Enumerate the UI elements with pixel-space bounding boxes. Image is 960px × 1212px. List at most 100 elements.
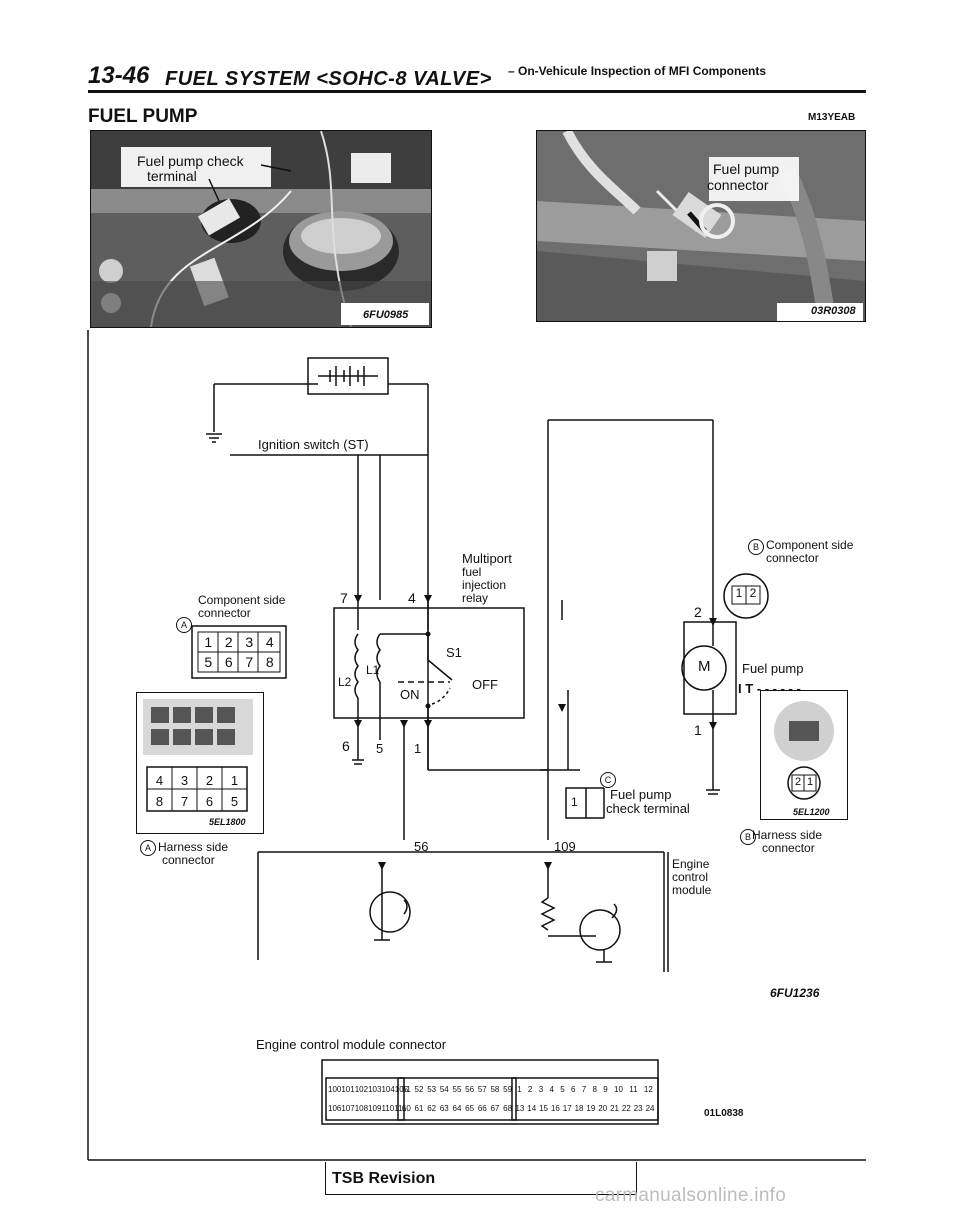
ecm-pin: 55 bbox=[452, 1085, 462, 1094]
switch-off: OFF bbox=[472, 677, 498, 692]
ecm-pin: 63 bbox=[439, 1104, 449, 1113]
ecm-pin: 13 bbox=[515, 1104, 525, 1113]
check-terminal-label-1: Fuel pump bbox=[610, 787, 672, 802]
ecm-pin: 56 bbox=[465, 1085, 475, 1094]
pin-56: 56 bbox=[414, 839, 429, 854]
pin-5: 5 bbox=[376, 741, 384, 756]
section-title: FUEL PUMP bbox=[88, 106, 198, 127]
ecm-pin: 101 bbox=[341, 1085, 355, 1094]
ecm-pin: 7 bbox=[581, 1085, 587, 1094]
ecm-pin: 64 bbox=[452, 1104, 462, 1113]
pin: 2 bbox=[749, 586, 757, 600]
pin: 3 bbox=[245, 634, 254, 650]
pin-7: 7 bbox=[340, 590, 348, 606]
ecm-pin: 53 bbox=[427, 1085, 437, 1094]
ecm-pin: 67 bbox=[490, 1104, 500, 1113]
ecm-pin: 62 bbox=[427, 1104, 437, 1113]
ecm-pin: 61 bbox=[414, 1104, 424, 1113]
ecm-pin: 1 bbox=[517, 1085, 522, 1094]
pin: 7 bbox=[180, 794, 189, 809]
coil-l1: L1 bbox=[366, 663, 380, 677]
connector-b-component bbox=[723, 573, 769, 619]
ecm-pin: 3 bbox=[538, 1085, 544, 1094]
conn-b-harn-pins: 2 1 bbox=[792, 776, 816, 788]
conn-b-comp-pins: 1 2 bbox=[732, 586, 760, 600]
undercarriage-photo bbox=[537, 131, 865, 321]
ecm-pin: 10 bbox=[614, 1085, 623, 1094]
fig-01l0838: 01L0838 bbox=[704, 1108, 744, 1119]
ecm-pin: 22 bbox=[621, 1104, 631, 1113]
pin-109: 109 bbox=[554, 839, 576, 854]
marker-a-harness: A bbox=[140, 840, 156, 856]
marker-c: C bbox=[600, 772, 616, 788]
ecm-pin: 11 bbox=[629, 1085, 638, 1094]
ecm-label-2: control bbox=[672, 870, 709, 884]
ecm-pin: 18 bbox=[574, 1104, 584, 1113]
check-terminal-pin: 1 bbox=[571, 795, 578, 809]
fig-6fu1236: 6FU1236 bbox=[770, 986, 820, 1000]
photo-left-fig-id: 6FU0985 bbox=[363, 309, 409, 321]
photo-fuel-pump-check-terminal: Fuel pump check terminal 6FU0985 bbox=[90, 130, 432, 328]
ecm-pin: 106 bbox=[328, 1104, 342, 1113]
conn-b-harness-label-1: Harness side bbox=[752, 828, 823, 842]
tsb-revision: TSB Revision bbox=[332, 1170, 436, 1187]
ecm-pin: 68 bbox=[503, 1104, 513, 1113]
conn-a-comp-label-1: Component side bbox=[198, 593, 286, 607]
ecm-pin: 8 bbox=[592, 1085, 597, 1094]
ecm-pin: 57 bbox=[477, 1085, 487, 1094]
pin: 8 bbox=[265, 654, 274, 670]
ecm-pin: 6 bbox=[570, 1085, 576, 1094]
pin-2: 2 bbox=[694, 604, 702, 620]
fuel-pump-label: Fuel pump bbox=[742, 661, 804, 676]
relay-label-3: injection bbox=[462, 578, 507, 592]
pin: 1 bbox=[204, 634, 213, 650]
engine-bay-photo bbox=[91, 131, 431, 327]
conn-b-harness-label-2: connector bbox=[762, 841, 815, 855]
ecm-pin: 9 bbox=[603, 1085, 608, 1094]
pin: 8 bbox=[155, 794, 164, 809]
ecm-pin: 24 bbox=[645, 1104, 655, 1113]
ecm-pin: 2 bbox=[527, 1085, 533, 1094]
photo-left-label-line1: Fuel pump check bbox=[137, 153, 244, 169]
ecm-pin: 5 bbox=[560, 1085, 565, 1094]
photo-right-label-line2: connector bbox=[707, 177, 769, 193]
motor-m: M bbox=[698, 658, 711, 675]
ecm-pin: 108 bbox=[354, 1104, 369, 1113]
ecm-pin: 65 bbox=[465, 1104, 475, 1113]
pin: 5 bbox=[230, 794, 239, 809]
conn-a-comp-label-2: connector bbox=[198, 606, 251, 620]
pin-6: 6 bbox=[342, 738, 350, 754]
conn-b-comp-label-2: connector bbox=[766, 551, 819, 565]
pin: 2 bbox=[224, 634, 233, 650]
pin: 4 bbox=[155, 773, 164, 788]
photo-left-label-line2: terminal bbox=[147, 168, 197, 184]
ecm-pin: 54 bbox=[439, 1085, 449, 1094]
pin-1b: 1 bbox=[694, 722, 702, 738]
ecm-pin: 12 bbox=[643, 1085, 653, 1094]
ecm-pin: 100 bbox=[328, 1085, 342, 1094]
conn-a-harness-label-2: connector bbox=[162, 853, 215, 867]
connector-b-harness-image: 2 1 5EL1200 bbox=[760, 690, 848, 820]
pin: 1 bbox=[806, 776, 814, 788]
ecm-label-3: module bbox=[672, 883, 712, 897]
ecm-pin: 102 bbox=[354, 1085, 369, 1094]
photo-right-fig-id: 03R0308 bbox=[811, 305, 856, 317]
relay-label-2: fuel bbox=[462, 565, 482, 579]
pin: 7 bbox=[245, 654, 254, 670]
switch-s1: S1 bbox=[446, 645, 462, 660]
ignition-switch-label: Ignition switch (ST) bbox=[258, 437, 369, 452]
ecm-pin: 21 bbox=[610, 1104, 619, 1113]
conn-a-harn-pin-row-bottom: 8 7 6 5 bbox=[147, 794, 247, 809]
marker-a-comp: A bbox=[176, 617, 192, 633]
marker-b-comp: B bbox=[748, 539, 764, 555]
check-terminal-label-2: check terminal bbox=[606, 801, 690, 816]
header-rule bbox=[88, 90, 866, 93]
ecm-pin: 104 bbox=[381, 1085, 395, 1094]
section-code: M13YEAB bbox=[808, 112, 856, 123]
